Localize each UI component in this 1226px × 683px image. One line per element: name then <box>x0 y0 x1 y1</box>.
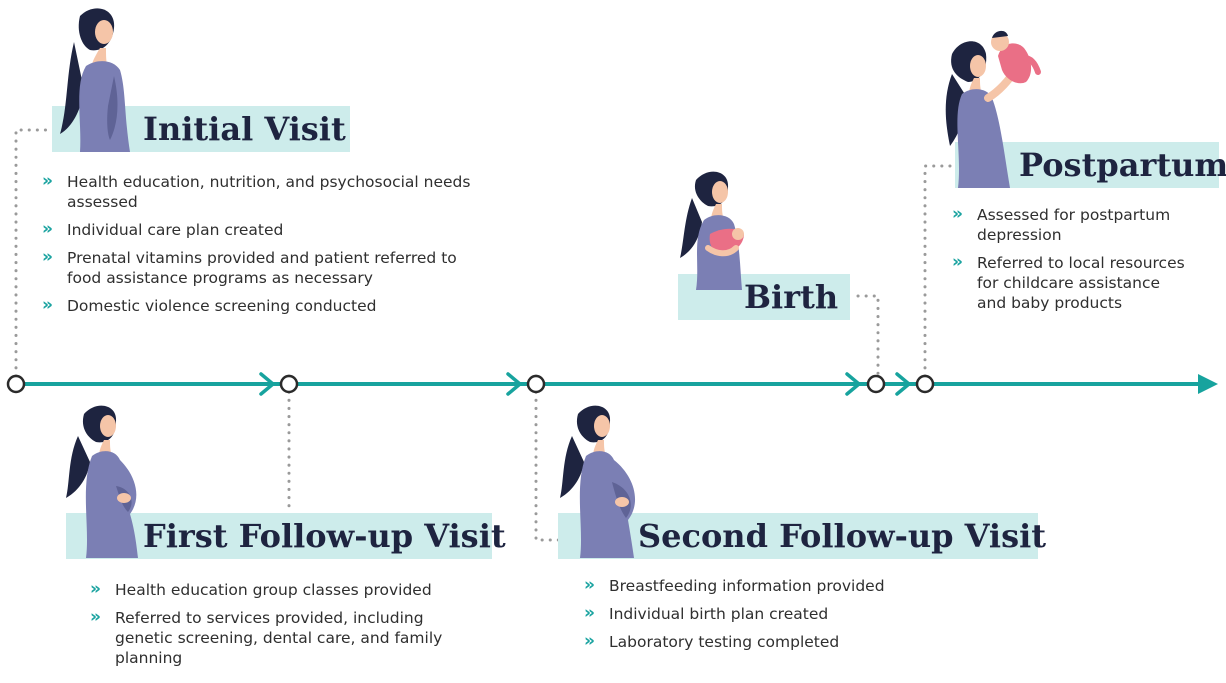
list-item: »Individual birth plan created <box>584 603 829 623</box>
arrow-head-icon <box>845 372 861 396</box>
double-chevron-right-icon: » <box>584 575 595 595</box>
connector-postpartum <box>923 164 957 378</box>
first-follow-up-list: »Health education group classes provided… <box>90 579 460 676</box>
circle-node-icon <box>279 374 299 394</box>
list-item: »Health education, nutrition, and psycho… <box>42 171 471 211</box>
postpartum-title: Postpartum <box>1019 146 1226 184</box>
list-item: »Referred to local resources for childca… <box>952 252 1185 312</box>
woman-lifting-baby-icon <box>945 30 1041 188</box>
second-follow-up-list: »Breastfeeding information provided »Ind… <box>584 575 964 660</box>
double-chevron-right-icon: » <box>952 204 963 224</box>
woman-pregnant-icon <box>560 405 636 558</box>
woman-standing-icon <box>60 8 130 152</box>
arrow-head-icon <box>1198 374 1218 394</box>
double-chevron-right-icon: » <box>584 603 595 623</box>
postpartum-list: »Assessed for postpartum depression »Ref… <box>952 204 1192 321</box>
list-item: »Health education group classes provided <box>90 579 432 599</box>
list-item: »Prenatal vitamins provided and patient … <box>42 247 457 287</box>
list-item: »Domestic violence screening conducted <box>42 295 377 315</box>
connector-initial <box>14 128 54 378</box>
circle-node-icon <box>6 374 26 394</box>
circle-node-icon <box>915 374 935 394</box>
list-item: »Individual care plan created <box>42 219 284 239</box>
arrow-head-icon <box>259 372 275 396</box>
double-chevron-right-icon: » <box>42 295 53 315</box>
birth-title: Birth <box>744 278 839 316</box>
arrow-head-icon <box>506 372 522 396</box>
double-chevron-right-icon: » <box>42 247 53 267</box>
list-item: »Referred to services provided, includin… <box>90 607 443 667</box>
double-chevron-right-icon: » <box>42 219 53 239</box>
double-chevron-right-icon: » <box>42 171 53 191</box>
first-follow-up-title: First Follow-up Visit <box>143 517 506 555</box>
second-follow-up-title: Second Follow-up Visit <box>638 517 1047 555</box>
circle-node-icon <box>526 374 546 394</box>
double-chevron-right-icon: » <box>584 631 595 651</box>
timeline <box>6 372 1218 396</box>
circle-node-icon <box>866 374 886 394</box>
woman-holding-newborn-icon <box>680 171 744 290</box>
dotted-connectors <box>14 128 957 542</box>
connector-birth <box>856 294 880 378</box>
double-chevron-right-icon: » <box>90 579 101 599</box>
list-item: »Assessed for postpartum depression <box>952 204 1171 244</box>
connector-second <box>534 374 562 542</box>
list-item: »Breastfeeding information provided <box>584 575 885 595</box>
double-chevron-right-icon: » <box>90 607 101 627</box>
initial-visit-list: »Health education, nutrition, and psycho… <box>42 171 472 324</box>
list-item: »Laboratory testing completed <box>584 631 840 651</box>
woman-pregnant-icon <box>66 405 138 558</box>
initial-visit-title: Initial Visit <box>143 110 346 148</box>
double-chevron-right-icon: » <box>952 252 963 272</box>
second-follow-up-label-box <box>558 513 1038 559</box>
arrow-head-icon <box>895 372 911 396</box>
